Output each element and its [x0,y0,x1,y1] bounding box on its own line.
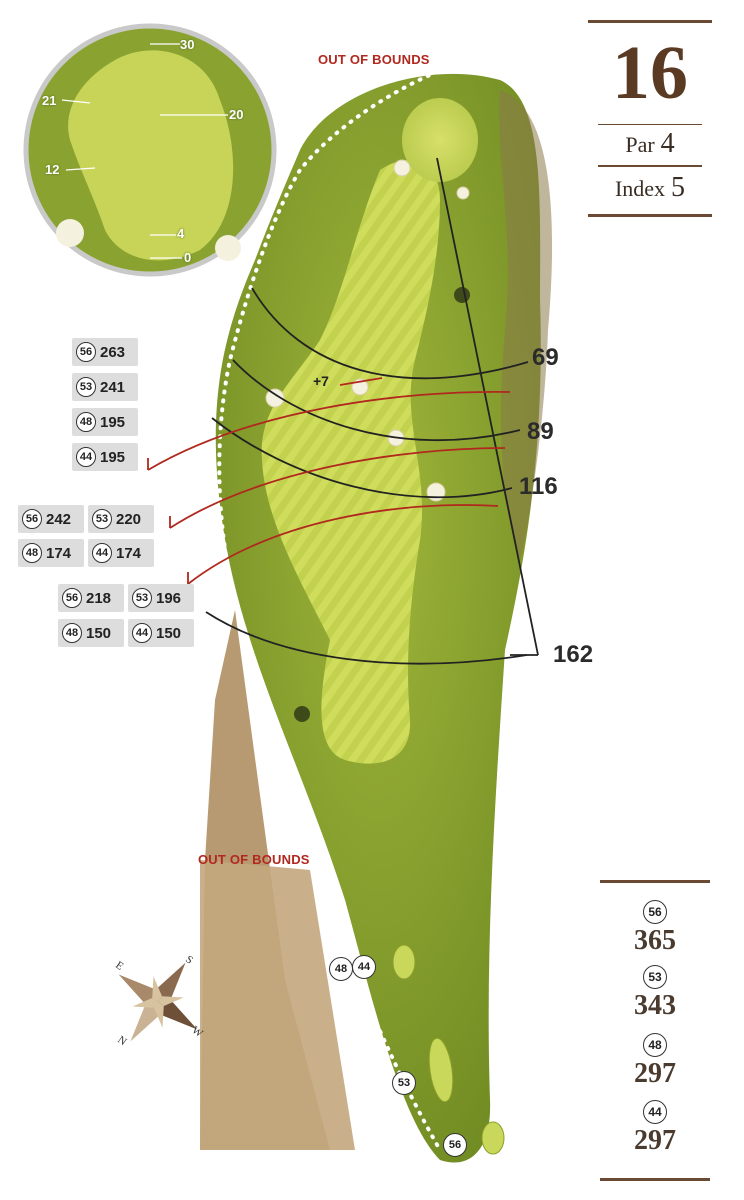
tee-circle: 44 [76,447,96,467]
carry-yards: 174 [116,544,142,562]
distance-guide [205,157,539,665]
tee-circle: 44 [132,623,152,643]
tee-rule-top [600,880,710,883]
header-rule-mid [598,124,702,125]
out-of-bounds-line [217,60,464,1152]
carry-yards: 263 [100,343,126,361]
out-of-bounds-label-bottom: OUT OF BOUNDS [198,852,310,867]
carry-yards: 174 [46,544,72,562]
sand-ground-lower [200,860,355,1150]
carry-yards: 195 [100,448,126,466]
header-rule-bottom [588,214,712,217]
carry-yards: 242 [46,510,72,528]
carry-yards: 150 [86,624,112,642]
index-label: Index [614,176,666,201]
hole-number: 16 [612,31,688,115]
tee-yards: 297 [634,1058,676,1089]
distance-marker-69: 69 [532,344,559,371]
tree-line [499,90,553,560]
out-of-bounds-label-top: OUT OF BOUNDS [318,52,430,67]
tee-circle: 53 [92,509,112,529]
green-depth-12: 12 [45,162,60,177]
green-depth-21: 21 [42,93,57,108]
distance-marker-116: 116 [519,473,558,500]
green-depth-4: 4 [177,226,185,241]
tee-circle: 56 [643,900,667,924]
par-label: Par [625,132,655,157]
green-depth-20: 20 [229,107,244,122]
compass-icon [118,962,198,1042]
tee-circle: 53 [643,965,667,989]
carry-yards: 218 [86,589,112,607]
tee-marker-56: 56 [443,1133,467,1157]
green [402,98,478,182]
tee-marker-53: 53 [392,1071,416,1095]
bunker-carry-label: +7 [313,373,329,389]
carry-yards: 241 [100,378,126,396]
tee-circle: 48 [22,543,42,563]
distance-marker-162: 162 [553,641,594,668]
tee-marker-48: 48 [329,957,353,981]
green-depth-0: 0 [184,250,192,265]
header-rule-mid2 [598,165,702,167]
distance-marker-89: 89 [527,418,554,445]
green-inset [23,23,277,277]
tee-boxes [392,944,505,1155]
tee-marker-44: 44 [352,955,376,979]
index-value: 5 [671,172,686,203]
carry-yards: 196 [156,589,182,607]
tee-circle: 56 [76,342,96,362]
tee-circle: 48 [643,1033,667,1057]
tee-yards: 343 [634,990,676,1021]
green-depth-30: 30 [180,37,195,52]
tee-circle: 44 [92,543,112,563]
tee-circle: 48 [76,412,96,432]
carry-yards: 150 [156,624,182,642]
carry-yards: 220 [116,510,142,528]
tee-circle: 53 [132,588,152,608]
tee-circle: 53 [76,377,96,397]
trees [294,287,470,722]
tee-circle: 44 [643,1100,667,1124]
par-value: 4 [660,128,675,159]
tee-yards: 365 [634,925,676,956]
tee-circle: 56 [22,509,42,529]
tee-circle: 56 [62,588,82,608]
tee-circle: 48 [62,623,82,643]
header-rule-top [588,20,712,23]
carry-arcs [147,377,511,585]
tee-yards: 297 [634,1125,676,1156]
tee-rule-bottom [600,1178,710,1181]
carry-yards: 195 [100,413,126,431]
